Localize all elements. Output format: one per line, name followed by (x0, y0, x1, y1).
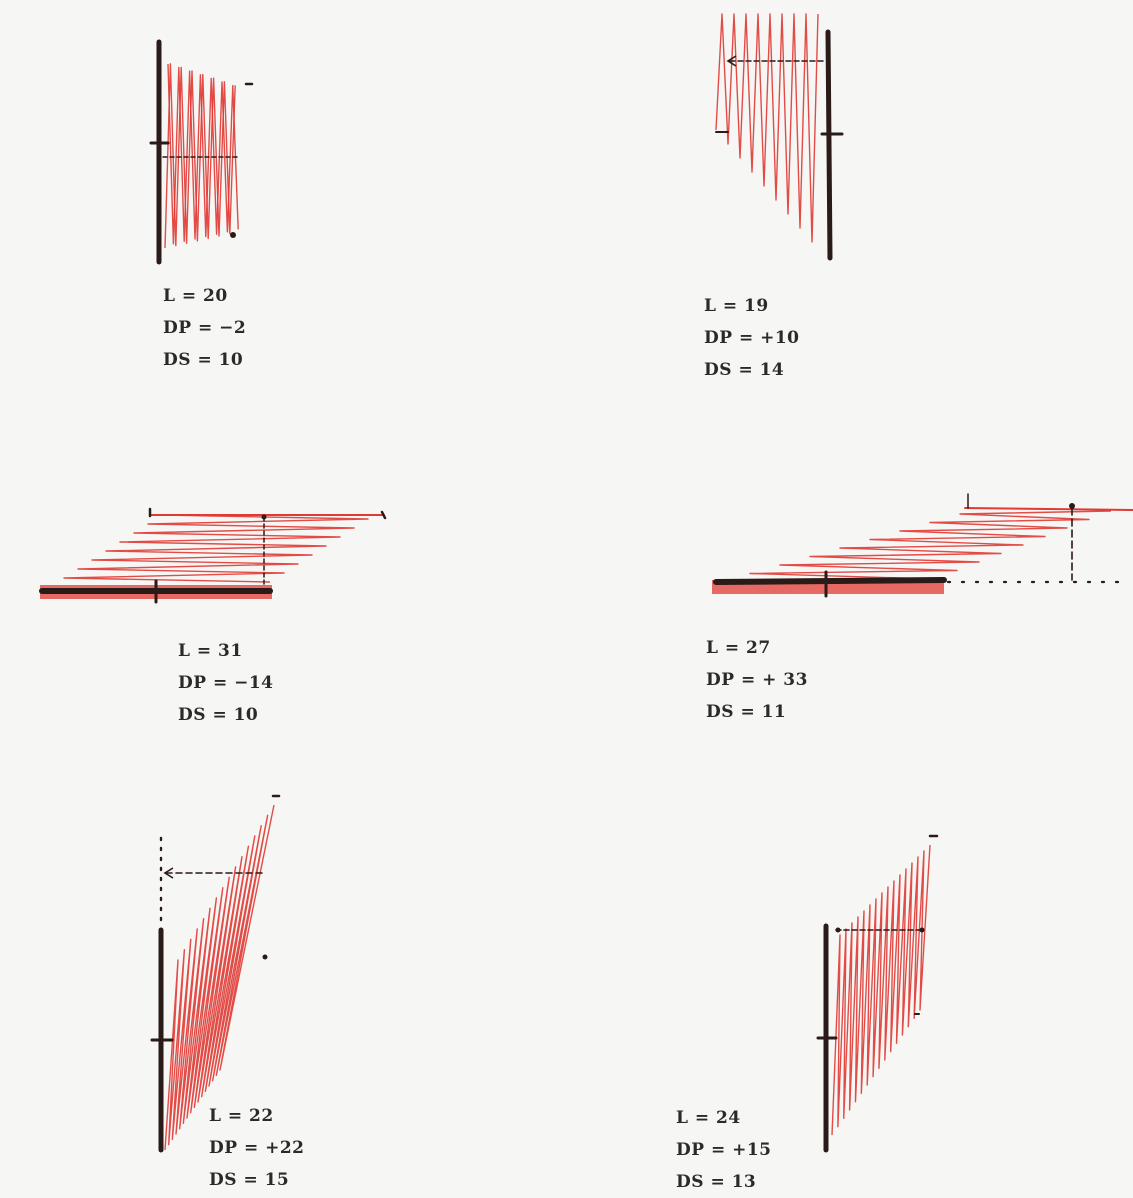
panel-3-length: L = 31 (178, 641, 243, 661)
panel-5-end-dot (262, 954, 268, 960)
panel-3-dp: DP = −14 (178, 673, 274, 693)
panel-6-guide-left-dot (835, 927, 841, 933)
panel-4-strokes (719, 510, 1112, 583)
panel-5-arrowhead (163, 867, 174, 879)
panel-2-base-bar (825, 29, 833, 261)
panel-4-length: L = 27 (706, 638, 771, 658)
panel-6-ds: DS = 13 (676, 1172, 757, 1192)
panel-2-strokes (715, 13, 819, 243)
panel-5-dp: DP = +22 (209, 1138, 305, 1158)
panel-3-guide-top-dot (261, 514, 267, 520)
panel-3-top-right-tick (380, 510, 387, 520)
panel-4-ds: DS = 11 (706, 702, 787, 722)
panel-1-labels: L = 20 DP = −2 DS = 10 (163, 280, 246, 376)
panel-6-dp: DP = +15 (676, 1140, 772, 1160)
panel-2-ds: DS = 14 (704, 360, 785, 380)
panel-2-length: L = 19 (704, 296, 769, 316)
panel-3-labels: L = 31 DP = −14 DS = 10 (178, 635, 274, 731)
panel-1-dp: DP = −2 (163, 318, 247, 338)
panel-5-length: L = 22 (209, 1106, 274, 1126)
panel-2-drawing (715, 13, 844, 261)
panel-6-drawing (816, 834, 939, 1153)
panel-6-labels: L = 24 DP = +15 DS = 13 (676, 1102, 772, 1198)
panel-6-length: L = 24 (676, 1108, 741, 1128)
panel-2-arrowhead (726, 55, 737, 67)
panel-4-labels: L = 27 DP = + 33 DS = 11 (706, 632, 808, 728)
panel-1-strokes-b (167, 63, 239, 245)
panel-6-strokes (831, 844, 931, 1136)
panel-5-strokes (164, 804, 275, 1151)
panel-5-ds: DS = 15 (209, 1170, 290, 1190)
panel-2-dp: DP = +10 (704, 328, 800, 348)
panel-3-ds: DS = 10 (178, 705, 259, 725)
panel-5-drawing (150, 794, 281, 1153)
panel-2-labels: L = 19 DP = +10 DS = 14 (704, 290, 800, 386)
panel-6-guide-right-dot (919, 927, 925, 933)
panel-4-drawing (712, 493, 1133, 598)
panel-1-end-dot (230, 232, 236, 238)
panel-5-labels: L = 22 DP = +22 DS = 15 (209, 1100, 305, 1196)
panel-1-drawing (149, 39, 254, 265)
panel-4-guide-top-dot (1069, 503, 1075, 509)
panel-1-ds: DS = 10 (163, 350, 244, 370)
panel-4-top-stroke (964, 507, 1133, 511)
panel-3-drawing (39, 507, 387, 604)
panel-1-length: L = 20 (163, 286, 228, 306)
panel-4-dp: DP = + 33 (706, 670, 808, 690)
panel-3-strokes (63, 514, 369, 583)
panel-4-base-bar (713, 577, 947, 585)
